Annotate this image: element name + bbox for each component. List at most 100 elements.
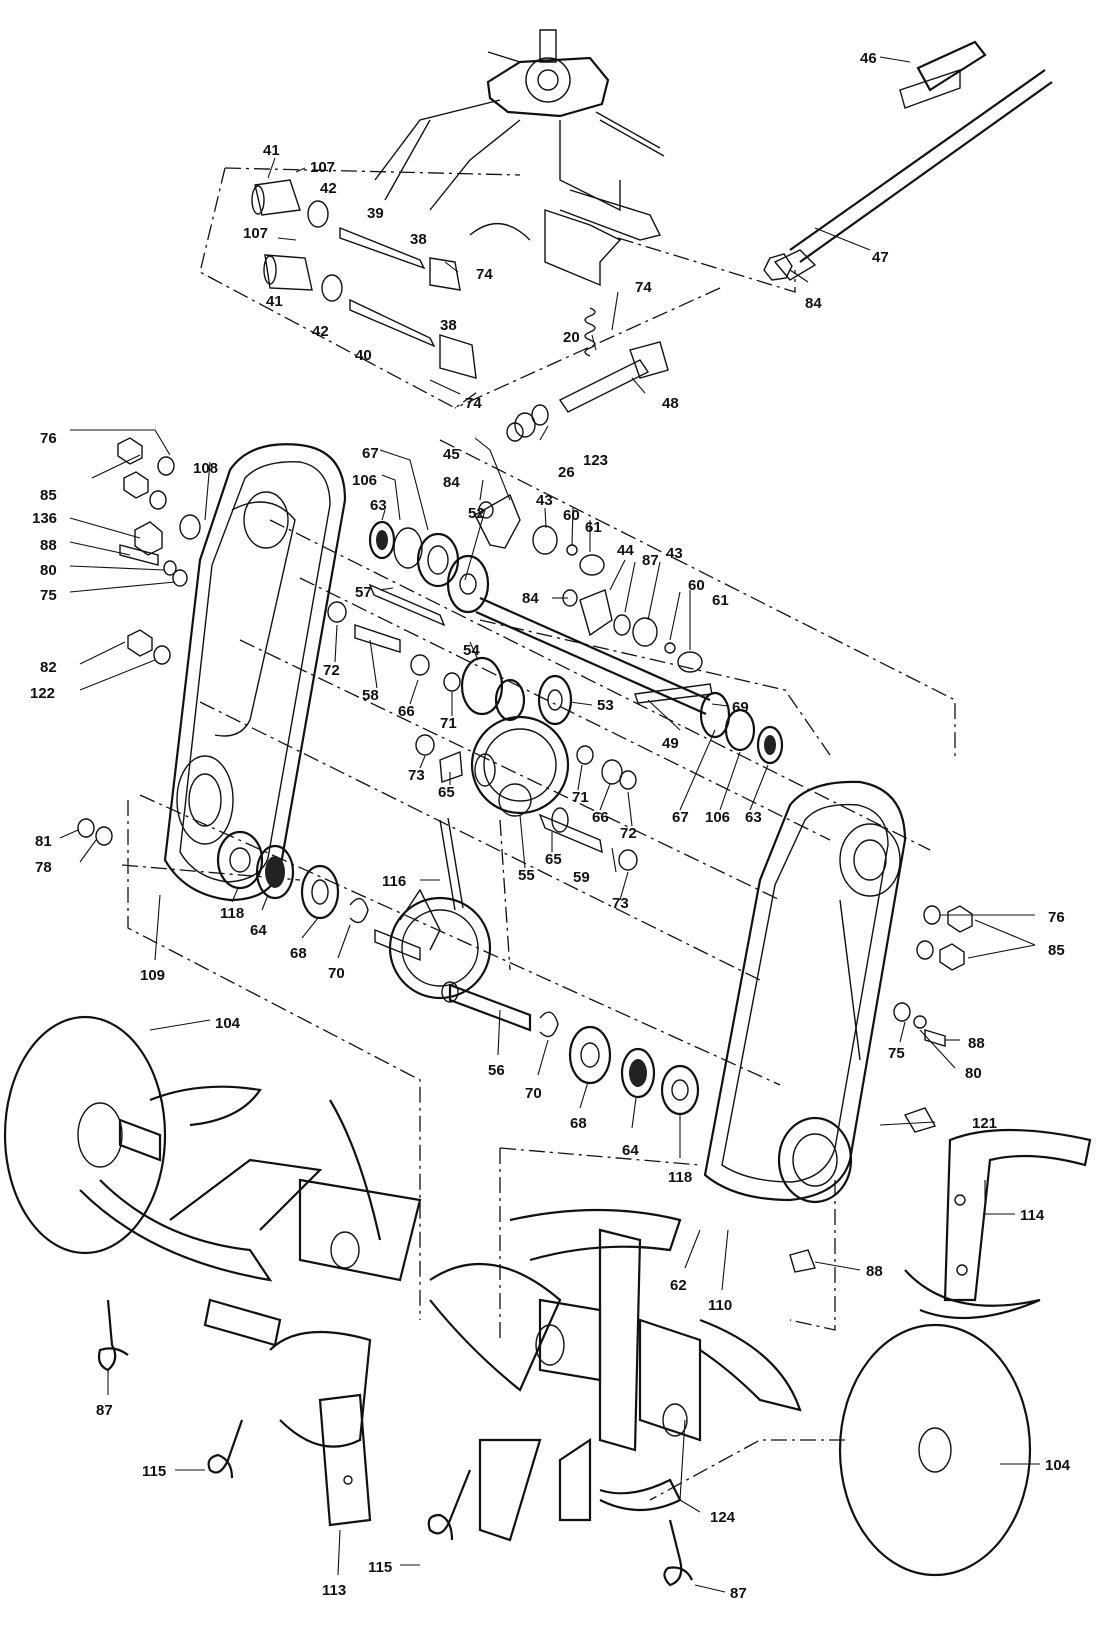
part-label: 71 bbox=[572, 789, 589, 806]
part-label: 76 bbox=[40, 430, 57, 447]
part-label: 80 bbox=[40, 562, 57, 579]
lower-axle-section bbox=[216, 830, 700, 1116]
part-label: 67 bbox=[362, 445, 379, 462]
part-label: 68 bbox=[290, 945, 307, 962]
part-label: 43 bbox=[536, 492, 553, 509]
part-label: 67 bbox=[672, 809, 689, 826]
left-chain-case bbox=[163, 443, 347, 902]
part-label: 78 bbox=[35, 859, 52, 876]
hairpin-clips bbox=[97, 1299, 693, 1587]
right-disc bbox=[838, 1323, 1032, 1577]
part-label: 58 bbox=[362, 687, 379, 704]
part-label: 75 bbox=[40, 587, 57, 604]
part-label: 88 bbox=[866, 1263, 883, 1280]
part-label: 122 bbox=[30, 685, 55, 702]
part-label: 109 bbox=[140, 967, 165, 984]
part-label: 84 bbox=[443, 474, 460, 491]
part-label: 87 bbox=[642, 552, 659, 569]
part-label: 42 bbox=[312, 323, 329, 340]
part-label: 52 bbox=[468, 505, 485, 522]
part-label: 65 bbox=[438, 784, 455, 801]
part-label: 87 bbox=[730, 1585, 747, 1602]
part-label: 106 bbox=[352, 472, 377, 489]
shift-shaft-upper bbox=[251, 179, 461, 291]
part-label: 104 bbox=[215, 1015, 241, 1032]
part-label: 64 bbox=[250, 922, 267, 939]
part-label: 20 bbox=[563, 329, 580, 346]
part-label: 43 bbox=[666, 545, 683, 562]
part-label: 41 bbox=[263, 142, 280, 159]
part-label: 106 bbox=[705, 809, 730, 826]
part-label: 40 bbox=[355, 347, 372, 364]
part-number-labels: 46 47 84 41 107 42 39 107 38 74 41 42 40… bbox=[30, 50, 1071, 1602]
part-label: 54 bbox=[463, 642, 480, 659]
part-label: 107 bbox=[310, 159, 335, 176]
part-label: 61 bbox=[585, 519, 602, 536]
leader-lines bbox=[59, 56, 1040, 1593]
shift-shaft-lower bbox=[263, 254, 477, 379]
part-label: 84 bbox=[522, 590, 539, 607]
part-label: 72 bbox=[323, 662, 340, 679]
part-label: 116 bbox=[382, 873, 406, 890]
part-label: 74 bbox=[465, 395, 482, 412]
part-label: 80 bbox=[965, 1065, 982, 1082]
part-label: 63 bbox=[745, 809, 762, 826]
part-label: 121 bbox=[972, 1115, 997, 1132]
part-label: 53 bbox=[597, 697, 614, 714]
part-label: 118 bbox=[220, 905, 244, 922]
part-label: 124 bbox=[710, 1509, 736, 1526]
part-label: 87 bbox=[96, 1402, 113, 1419]
part-label: 73 bbox=[408, 767, 425, 784]
right-chain-case bbox=[703, 780, 907, 1204]
left-fasteners bbox=[77, 437, 201, 846]
part-label: 68 bbox=[570, 1115, 587, 1132]
part-label: 115 bbox=[142, 1463, 166, 1480]
part-label: 73 bbox=[612, 895, 629, 912]
spring-and-shaft bbox=[506, 307, 669, 442]
part-label: 46 bbox=[860, 50, 877, 67]
part-label: 85 bbox=[40, 487, 57, 504]
part-label: 64 bbox=[622, 1142, 639, 1159]
part-label: 82 bbox=[40, 659, 57, 676]
part-label: 104 bbox=[1045, 1457, 1071, 1474]
part-label: 65 bbox=[545, 851, 562, 868]
part-label: 70 bbox=[525, 1085, 542, 1102]
part-label: 69 bbox=[732, 699, 749, 716]
part-label: 63 bbox=[370, 497, 387, 514]
right-tine-assembly bbox=[429, 1208, 802, 1542]
right-fasteners bbox=[789, 905, 973, 1273]
part-label: 42 bbox=[320, 180, 337, 197]
part-label: 71 bbox=[440, 715, 457, 732]
assembly-guide-lines bbox=[121, 167, 956, 1501]
part-label: 88 bbox=[968, 1035, 985, 1052]
left-tine-assembly bbox=[3, 1015, 422, 1527]
part-label: 56 bbox=[488, 1062, 505, 1079]
tine-blade-114 bbox=[904, 1128, 1092, 1320]
part-label: 114 bbox=[1020, 1207, 1045, 1224]
center-drive-gears bbox=[327, 520, 784, 871]
part-label: 59 bbox=[573, 869, 590, 886]
part-label: 74 bbox=[635, 279, 652, 296]
part-label: 74 bbox=[476, 266, 493, 283]
part-label: 85 bbox=[1048, 942, 1065, 959]
part-label: 66 bbox=[592, 809, 609, 826]
part-label: 41 bbox=[266, 293, 283, 310]
part-label: 55 bbox=[518, 867, 535, 884]
part-label: 81 bbox=[35, 833, 52, 850]
part-label: 136 bbox=[32, 510, 57, 527]
part-label: 47 bbox=[872, 249, 889, 266]
part-label: 61 bbox=[712, 592, 729, 609]
part-label: 108 bbox=[193, 460, 218, 477]
part-label: 60 bbox=[563, 507, 580, 524]
part-label: 38 bbox=[440, 317, 457, 334]
part-label: 84 bbox=[805, 295, 822, 312]
part-label: 60 bbox=[688, 577, 705, 594]
part-label: 45 bbox=[443, 446, 460, 463]
part-label: 38 bbox=[410, 231, 427, 248]
part-label: 115 bbox=[368, 1559, 392, 1576]
part-label: 49 bbox=[662, 735, 679, 752]
part-label: 44 bbox=[617, 542, 634, 559]
part-label: 118 bbox=[668, 1169, 692, 1186]
part-label: 88 bbox=[40, 537, 57, 554]
